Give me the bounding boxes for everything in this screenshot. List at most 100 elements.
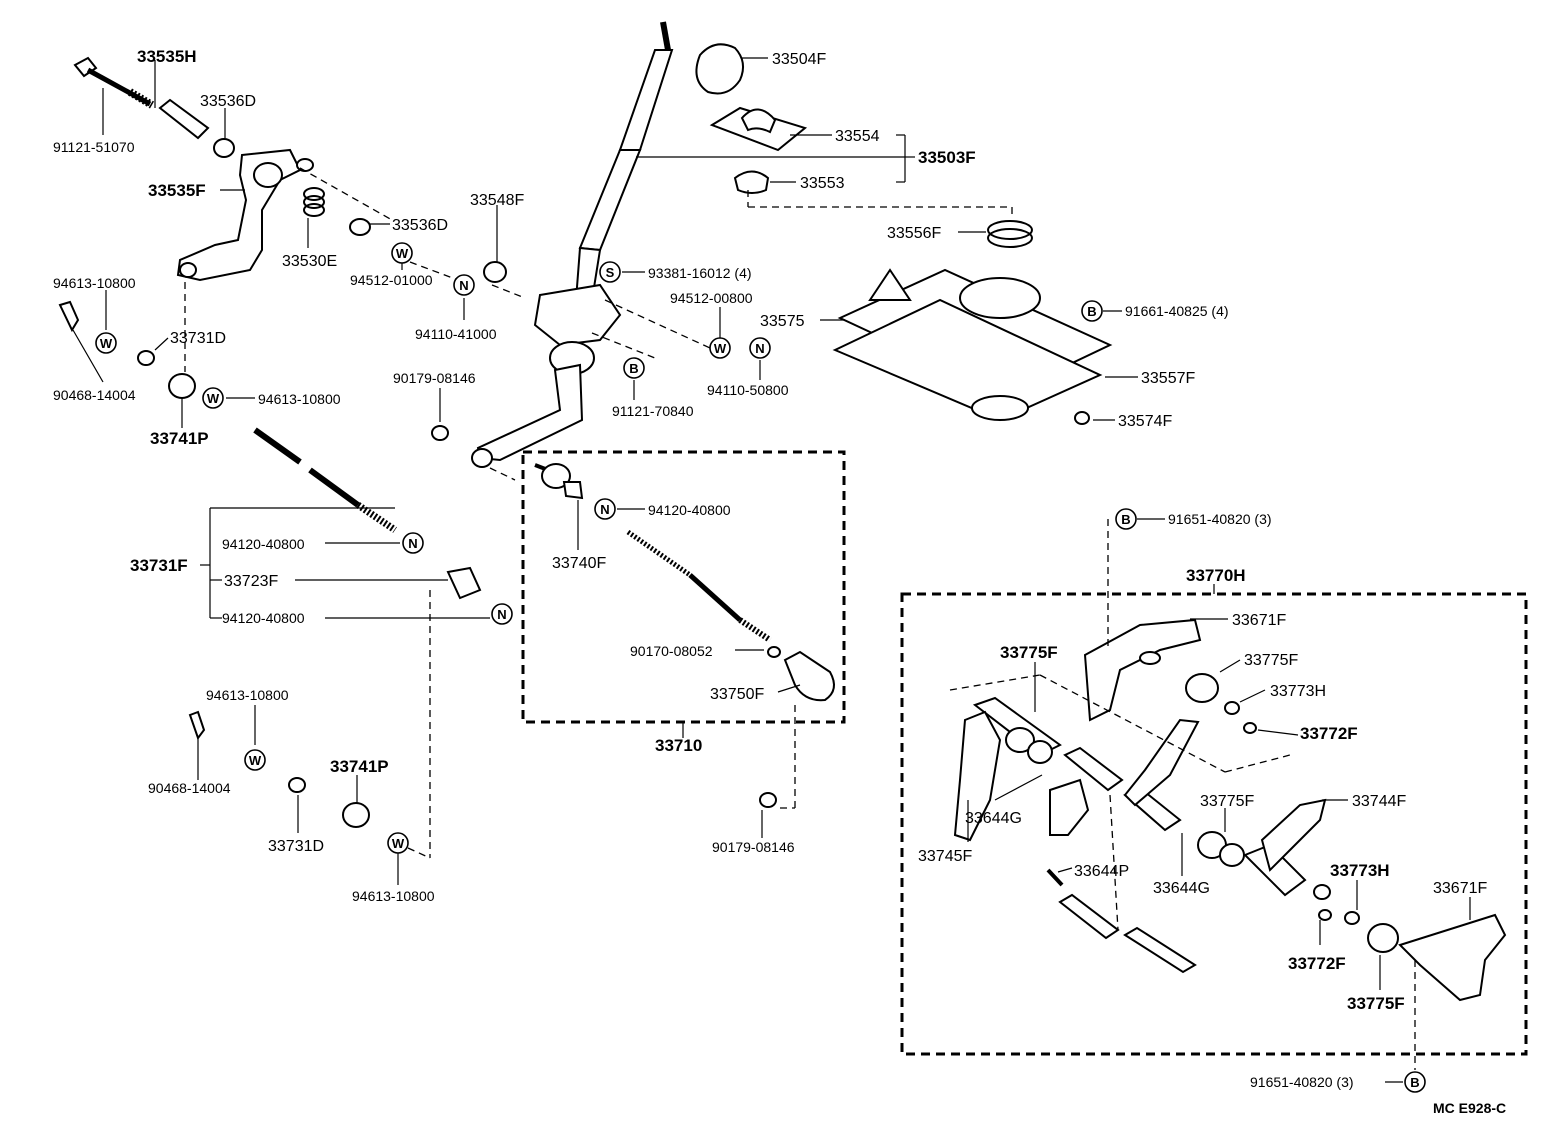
joint-drawing	[446, 566, 482, 600]
svg-text:W: W	[249, 753, 262, 768]
part-label: 33775F	[1244, 652, 1298, 669]
part-label: 33548F	[470, 192, 524, 209]
part-label: 33557F	[1141, 370, 1195, 387]
lever-drawing	[176, 148, 314, 282]
svg-text:W: W	[392, 836, 405, 851]
bolt-symbol: B	[1081, 300, 1103, 322]
svg-text:W: W	[396, 246, 409, 261]
part-label: 33740F	[552, 555, 606, 572]
sleeve-drawing	[1058, 893, 1197, 974]
part-labels: 33535H 33536D 91121-51070 33535F 33530E …	[53, 47, 1506, 1116]
part-label: 33775F	[1347, 994, 1405, 1013]
part-label: 94120-40800	[648, 502, 731, 518]
group-box-33770H	[900, 592, 1528, 1056]
washer-symbol: W	[244, 749, 266, 771]
part-label: 94613-10800	[352, 888, 435, 904]
part-label: 90179-08146	[393, 370, 476, 386]
part-label: 33553	[800, 175, 845, 192]
nut-symbol: N	[594, 498, 616, 520]
bushing-drawing	[1185, 673, 1219, 703]
svg-text:B: B	[629, 361, 638, 376]
lever-drawing	[1123, 718, 1200, 807]
part-label: 33504F	[772, 51, 826, 68]
part-label: 90179-08146	[712, 839, 795, 855]
pin-drawing	[188, 710, 206, 741]
housing-drawing	[832, 268, 1113, 422]
part-label: 33644G	[1153, 880, 1210, 897]
part-label: 90468-14004	[53, 387, 136, 403]
bushing-drawing	[349, 218, 371, 236]
part-label: 93381-16012 (4)	[648, 265, 752, 281]
part-label: 91121-70840	[612, 403, 694, 419]
part-label: 94613-10800	[53, 275, 136, 291]
bolt-symbol: B	[1115, 508, 1137, 530]
part-label: 90170-08052	[630, 643, 713, 659]
washer-symbol: W	[391, 242, 413, 264]
nut-symbol: N	[453, 274, 475, 296]
part-label: 33770H	[1186, 566, 1246, 585]
part-label: 94613-10800	[206, 687, 289, 703]
diagram-code: MC E928-C	[1433, 1100, 1506, 1116]
part-label: 94512-00800	[670, 290, 753, 306]
part-label: 94512-01000	[350, 272, 433, 288]
clip-drawing	[1318, 909, 1332, 921]
screw-symbol: S	[599, 261, 621, 283]
part-label: 91661-40825 (4)	[1125, 303, 1229, 319]
part-label: 33773H	[1330, 861, 1390, 880]
part-label: 33575	[760, 313, 805, 330]
part-label: 94110-50800	[707, 382, 789, 398]
part-label: 33671F	[1433, 880, 1487, 897]
svg-text:N: N	[600, 502, 609, 517]
bracket-drawing	[1398, 913, 1507, 1002]
leader-lines	[72, 57, 1471, 1083]
bushing-drawing	[1367, 923, 1399, 953]
part-label: 33536D	[392, 217, 448, 234]
bushing-drawing	[342, 802, 370, 828]
part-label: 90468-14004	[148, 780, 231, 796]
part-label: 33731D	[268, 838, 324, 855]
part-label: 33535H	[137, 47, 197, 66]
bushing-drawing	[213, 138, 235, 158]
clip-drawing	[1224, 701, 1240, 715]
part-label: 33744F	[1352, 793, 1406, 810]
part-label: 33731F	[130, 556, 188, 575]
part-label: 33536D	[200, 93, 256, 110]
part-label: 33741P	[150, 429, 209, 448]
lever-drawing	[1049, 778, 1090, 836]
svg-text:B: B	[1410, 1075, 1419, 1090]
lever-drawing	[953, 710, 1002, 842]
nut-symbol: N	[491, 603, 513, 625]
part-label: 33772F	[1288, 954, 1346, 973]
clip-drawing	[1243, 722, 1257, 734]
part-label: 33554	[835, 128, 880, 145]
svg-text:S: S	[606, 265, 615, 280]
part-label: 33644G	[965, 810, 1022, 827]
collar-drawing	[158, 98, 210, 140]
svg-text:B: B	[1087, 304, 1096, 319]
part-label: 33503F	[918, 148, 976, 167]
shift-lever-drawing	[471, 21, 674, 468]
part-label: 94120-40800	[222, 536, 305, 552]
clip-drawing	[1344, 911, 1360, 925]
bushing-drawing	[288, 777, 306, 793]
part-label: 33644P	[1074, 863, 1129, 880]
part-label: 33775F	[1200, 793, 1254, 810]
part-label: 94110-41000	[415, 326, 497, 342]
knob-drawing	[695, 43, 745, 95]
shaft-drawing	[972, 696, 1307, 897]
seat-drawing	[733, 170, 770, 194]
bolt-symbol: B	[1404, 1071, 1426, 1093]
seat-drawing	[987, 220, 1033, 248]
svg-text:B: B	[1121, 512, 1130, 527]
boot-drawing	[709, 106, 808, 152]
bushing-drawing	[168, 373, 196, 399]
bolt-drawing	[73, 56, 155, 109]
nut-drawing	[431, 425, 449, 441]
ball-joint-drawing	[783, 650, 835, 702]
part-label: 91651-40820 (3)	[1250, 1074, 1354, 1090]
pin-drawing	[1046, 868, 1064, 887]
part-label: 33710	[655, 736, 702, 755]
bushing-drawing	[483, 261, 507, 283]
part-label: 91121-51070	[53, 139, 135, 155]
